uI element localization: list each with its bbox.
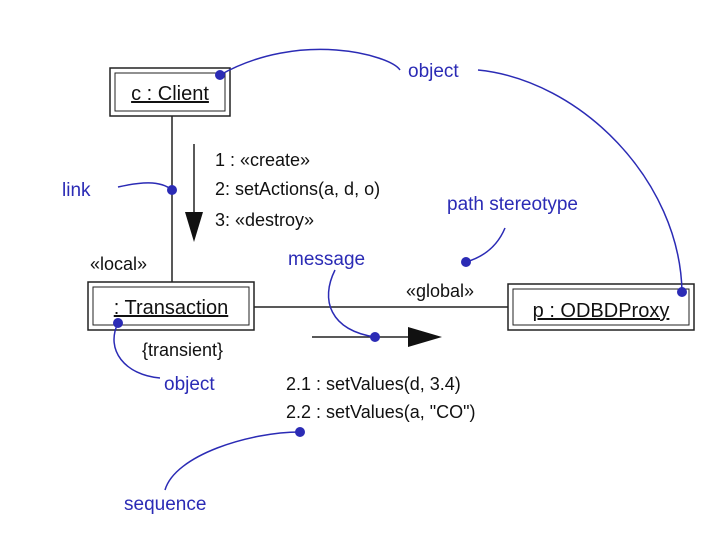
dot-path-stereotype (461, 257, 471, 267)
message-2: 2: setActions(a, d, o) (215, 179, 380, 199)
annotation-object-top: object (408, 61, 459, 82)
client-object[interactable]: c : Client (109, 67, 231, 117)
transient-constraint: {transient} (142, 340, 223, 360)
message-2-1: 2.1 : setValues(d, 3.4) (286, 374, 461, 394)
callout-object-top-right (477, 69, 683, 293)
callout-link (117, 182, 173, 191)
annotation-object-bottom: object (164, 374, 215, 395)
annotation-message: message (288, 249, 365, 270)
annotation-sequence: sequence (124, 494, 206, 515)
callout-object-top-left (219, 48, 401, 76)
dot-proxy (677, 287, 687, 297)
message-arrow-down (185, 144, 203, 242)
dot-link (167, 185, 177, 195)
callout-sequence (164, 431, 301, 491)
proxy-object-label: p : ODBDProxy (533, 300, 670, 322)
message-1: 1 : «create» (215, 150, 310, 170)
dot-message (370, 332, 380, 342)
callout-object-bottom (113, 322, 161, 379)
annotation-path-stereotype: path stereotype (447, 194, 578, 215)
dot-sequence (295, 427, 305, 437)
annotation-link: link (62, 180, 91, 201)
proxy-object[interactable]: p : ODBDProxy (507, 283, 695, 331)
local-stereotype: «local» (90, 254, 147, 274)
transaction-object-label: : Transaction (114, 297, 229, 319)
global-stereotype: «global» (406, 281, 474, 301)
client-object-label: c : Client (131, 83, 209, 105)
callout-path-stereotype (465, 227, 506, 263)
dot-client (215, 70, 225, 80)
message-arrow-right (312, 327, 442, 347)
message-3: 3: «destroy» (215, 210, 314, 230)
callout-message (327, 269, 376, 338)
transaction-object[interactable]: : Transaction (87, 281, 255, 331)
message-2-2: 2.2 : setValues(a, "CO") (286, 402, 476, 422)
dot-transaction (113, 318, 123, 328)
